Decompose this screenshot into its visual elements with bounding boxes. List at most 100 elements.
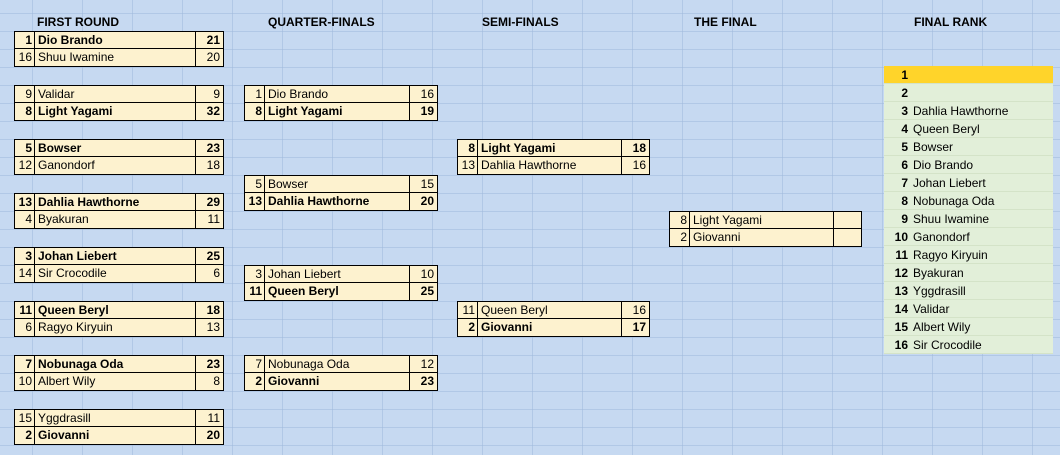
header-the-final: THE FINAL (694, 15, 757, 29)
rank-number: 12 (894, 266, 908, 280)
score-cell (833, 229, 861, 246)
player-name-cell: Giovanni (693, 230, 741, 244)
seed-cell: 3 (15, 248, 35, 264)
rank-player-name: Dio Brando (913, 158, 974, 172)
player-name-cell: Dahlia Hawthorne (481, 158, 577, 172)
seed-cell: 13 (458, 157, 478, 174)
player-name-cell: Ganondorf (38, 158, 95, 172)
seed-cell: 11 (15, 302, 35, 318)
seed-cell: 2 (670, 229, 690, 246)
player-name-cell: Albert Wily (38, 374, 96, 388)
seed-cell: 8 (245, 103, 265, 120)
rank-player-name: Ragyo Kiryuin (913, 248, 988, 262)
player-name-cell: Light Yagami (693, 213, 762, 227)
rank-player-name: Byakuran (913, 266, 964, 280)
player-name-cell: Nobunaga Oda (268, 357, 350, 371)
player-name-cell: Dio Brando (268, 87, 329, 101)
rank-row[interactable]: 1 (884, 66, 1053, 84)
seed-cell: 12 (15, 157, 35, 174)
player-name-cell: Queen Beryl (38, 303, 109, 317)
score-cell: 16 (409, 86, 437, 102)
player-name-cell: Johan Liebert (268, 267, 341, 281)
rank-number: 8 (901, 194, 908, 208)
score-cell: 32 (195, 103, 223, 120)
seed-cell: 8 (458, 140, 478, 156)
score-cell: 23 (195, 140, 223, 156)
rank-number: 14 (894, 302, 908, 316)
rank-row[interactable]: 2 (884, 84, 1053, 102)
score-cell: 11 (195, 410, 223, 426)
seed-cell: 7 (245, 356, 265, 372)
rank-number: 10 (894, 230, 908, 244)
header-quarter-finals: QUARTER-FINALS (268, 15, 375, 29)
rank-row[interactable]: 12 Byakuran (884, 264, 1053, 282)
seed-cell: 16 (15, 49, 35, 66)
player-name-cell: Light Yagami (38, 104, 113, 118)
rank-number: 1 (901, 68, 908, 82)
rank-player-name: Johan Liebert (913, 176, 986, 190)
score-cell: 10 (409, 266, 437, 282)
score-cell (833, 212, 861, 228)
seed-cell: 1 (245, 86, 265, 102)
player-name-cell: Light Yagami (481, 141, 556, 155)
rank-number: 7 (901, 176, 908, 190)
player-name-cell: Bowser (268, 177, 309, 191)
score-cell: 12 (409, 356, 437, 372)
seed-cell: 11 (458, 302, 478, 318)
rank-row[interactable]: 7 Johan Liebert (884, 174, 1053, 192)
score-cell: 15 (409, 176, 437, 192)
rank-number: 9 (901, 212, 908, 226)
seed-cell: 11 (245, 283, 265, 300)
player-name-cell: Nobunaga Oda (38, 357, 124, 371)
rank-number: 16 (894, 338, 908, 352)
player-name-cell: Shuu Iwamine (38, 50, 115, 64)
player-name-cell: Queen Beryl (481, 303, 548, 317)
